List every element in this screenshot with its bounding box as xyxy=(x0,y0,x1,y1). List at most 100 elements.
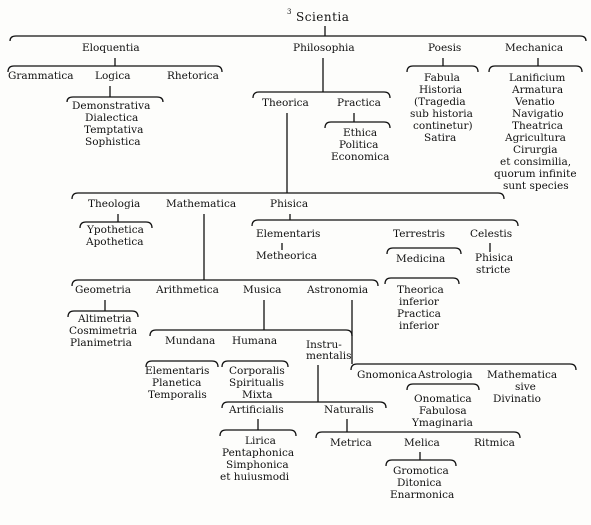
brace-theorica xyxy=(71,192,505,200)
node-mathematica: Mathematica xyxy=(166,198,236,210)
node-mundana: Mundana xyxy=(165,335,215,347)
brace-humana xyxy=(221,360,289,368)
node-astronomia: Astronomia xyxy=(306,284,368,296)
node-quorum-infinite: quorum infinite xyxy=(494,168,577,180)
brace-poesis xyxy=(406,65,479,73)
node-sub-historia: sub historia xyxy=(410,108,473,120)
node-mathematica-sive-1: Mathematica xyxy=(487,369,557,381)
brace-mechanica xyxy=(488,65,583,73)
node-ypothetica: Ypothetica xyxy=(86,224,144,236)
node-pentaphonica: Pentaphonica xyxy=(222,447,294,459)
brace-naturalis xyxy=(315,431,521,439)
node-artificialis: Artificialis xyxy=(228,404,284,416)
node-theorica: Theorica xyxy=(262,97,309,109)
root-label: Scientia xyxy=(296,10,349,24)
node-altimetria: Altimetria xyxy=(77,313,132,325)
brace-scientia xyxy=(9,35,587,42)
node-celestis: Celestis xyxy=(470,228,512,240)
node-phisica: Phisica xyxy=(270,198,308,210)
node-phisica-stricte-1: Phisica xyxy=(475,252,513,264)
brace-terrestris xyxy=(386,247,462,255)
node-theorica-inferior-2: inferior xyxy=(399,296,440,308)
root-marker: 3 xyxy=(287,8,291,16)
node-ymaginaria: Ymaginaria xyxy=(411,417,473,429)
node-mathematica-sive-3: Divinatio xyxy=(493,393,541,405)
node-practica: Practica xyxy=(337,97,381,109)
brace-instrumentalis xyxy=(221,401,387,409)
node-metheorica: Metheorica xyxy=(256,250,317,262)
node-poesis: Poesis xyxy=(428,42,461,54)
node-planetica: Planetica xyxy=(152,377,201,389)
brace-phisica xyxy=(251,219,519,227)
node-ethica: Ethica xyxy=(343,127,377,139)
node-grammatica: Grammatica xyxy=(8,70,74,82)
node-agricultura: Agricultura xyxy=(504,132,566,144)
node-ditonica: Ditonica xyxy=(397,477,442,489)
node-temporalis: Temporalis xyxy=(148,389,207,401)
node-practica-inferior-1: Practica xyxy=(397,308,441,320)
node-instrumentalis-1: Instru- xyxy=(306,339,342,351)
node-dialectica: Dialectica xyxy=(85,112,138,124)
node-ritmica: Ritmica xyxy=(474,437,515,449)
node-cosmimetria: Cosmimetria xyxy=(69,325,137,337)
node-naturalis: Naturalis xyxy=(324,404,374,416)
node-lirica: Lirica xyxy=(245,435,276,447)
node-planimetria: Planimetria xyxy=(70,337,132,349)
node-theologia: Theologia xyxy=(88,198,140,210)
node-humana: Humana xyxy=(232,335,277,347)
node-arithmetica: Arithmetica xyxy=(155,284,219,296)
brace-philosophia xyxy=(252,91,391,99)
node-temptativa: Temptativa xyxy=(84,124,143,136)
brace-astronomia xyxy=(350,363,577,371)
brace-geometria xyxy=(67,310,139,318)
node-economica: Economica xyxy=(331,151,389,163)
node-medicina: Medicina xyxy=(396,253,445,265)
node-practica-inferior-2: inferior xyxy=(399,320,440,332)
node-elementaris-mundana: Elementaris xyxy=(145,365,209,377)
node-terrestris: Terrestris xyxy=(393,228,445,240)
node-fabula: Fabula xyxy=(424,72,460,84)
node-historia: Historia xyxy=(419,84,462,96)
node-theorica-inferior-1: Theorica xyxy=(397,284,444,296)
brace-practica xyxy=(324,121,391,129)
node-corporalis: Corporalis xyxy=(229,365,285,377)
node-simphonica: Simphonica xyxy=(226,459,289,471)
brace-melica xyxy=(385,459,457,467)
node-musica: Musica xyxy=(243,284,281,296)
node-philosophia: Philosophia xyxy=(293,42,355,54)
node-metrica: Metrica xyxy=(330,437,372,449)
brace-artificialis xyxy=(219,429,297,437)
node-tragedia: (Tragedia xyxy=(414,96,466,108)
node-lanificium: Lanificium xyxy=(509,72,565,84)
node-et-huiusmodi: et huiusmodi xyxy=(220,471,290,483)
brace-theologia xyxy=(79,221,153,229)
node-geometria: Geometria xyxy=(75,284,131,296)
node-demonstrativa: Demonstrativa xyxy=(72,100,150,112)
node-sophistica: Sophistica xyxy=(85,136,140,148)
node-theatrica: Theatrica xyxy=(512,120,563,132)
node-eloquentia: Eloquentia xyxy=(82,42,140,54)
node-astrologia: Astrologia xyxy=(417,369,473,381)
brace-astrologia xyxy=(406,383,480,391)
node-continetur: continetur) xyxy=(413,120,473,132)
node-gnomonica: Gnomonica xyxy=(357,369,417,381)
node-rhetorica: Rhetorica xyxy=(167,70,219,82)
node-spiritualis: Spiritualis xyxy=(229,377,284,389)
node-et-consimilia: et consimilia, xyxy=(500,156,571,168)
node-onomatica: Onomatica xyxy=(414,393,472,405)
brace-mundana xyxy=(145,360,219,368)
node-armatura: Armatura xyxy=(511,84,563,96)
node-instrumentalis-2: mentalis xyxy=(306,350,352,362)
node-apothetica: Apothetica xyxy=(85,236,144,248)
node-sunt-species: sunt species xyxy=(503,180,569,192)
node-gromotica: Gromotica xyxy=(393,465,449,477)
node-mixta: Mixta xyxy=(242,389,273,401)
brace-medicina xyxy=(384,277,460,285)
node-melica: Melica xyxy=(404,437,440,449)
node-cirurgia: Cirurgia xyxy=(513,144,558,156)
node-elementaris: Elementaris xyxy=(256,228,320,240)
node-fabulosa: Fabulosa xyxy=(419,405,467,417)
node-phisica-stricte-2: stricte xyxy=(476,264,510,276)
